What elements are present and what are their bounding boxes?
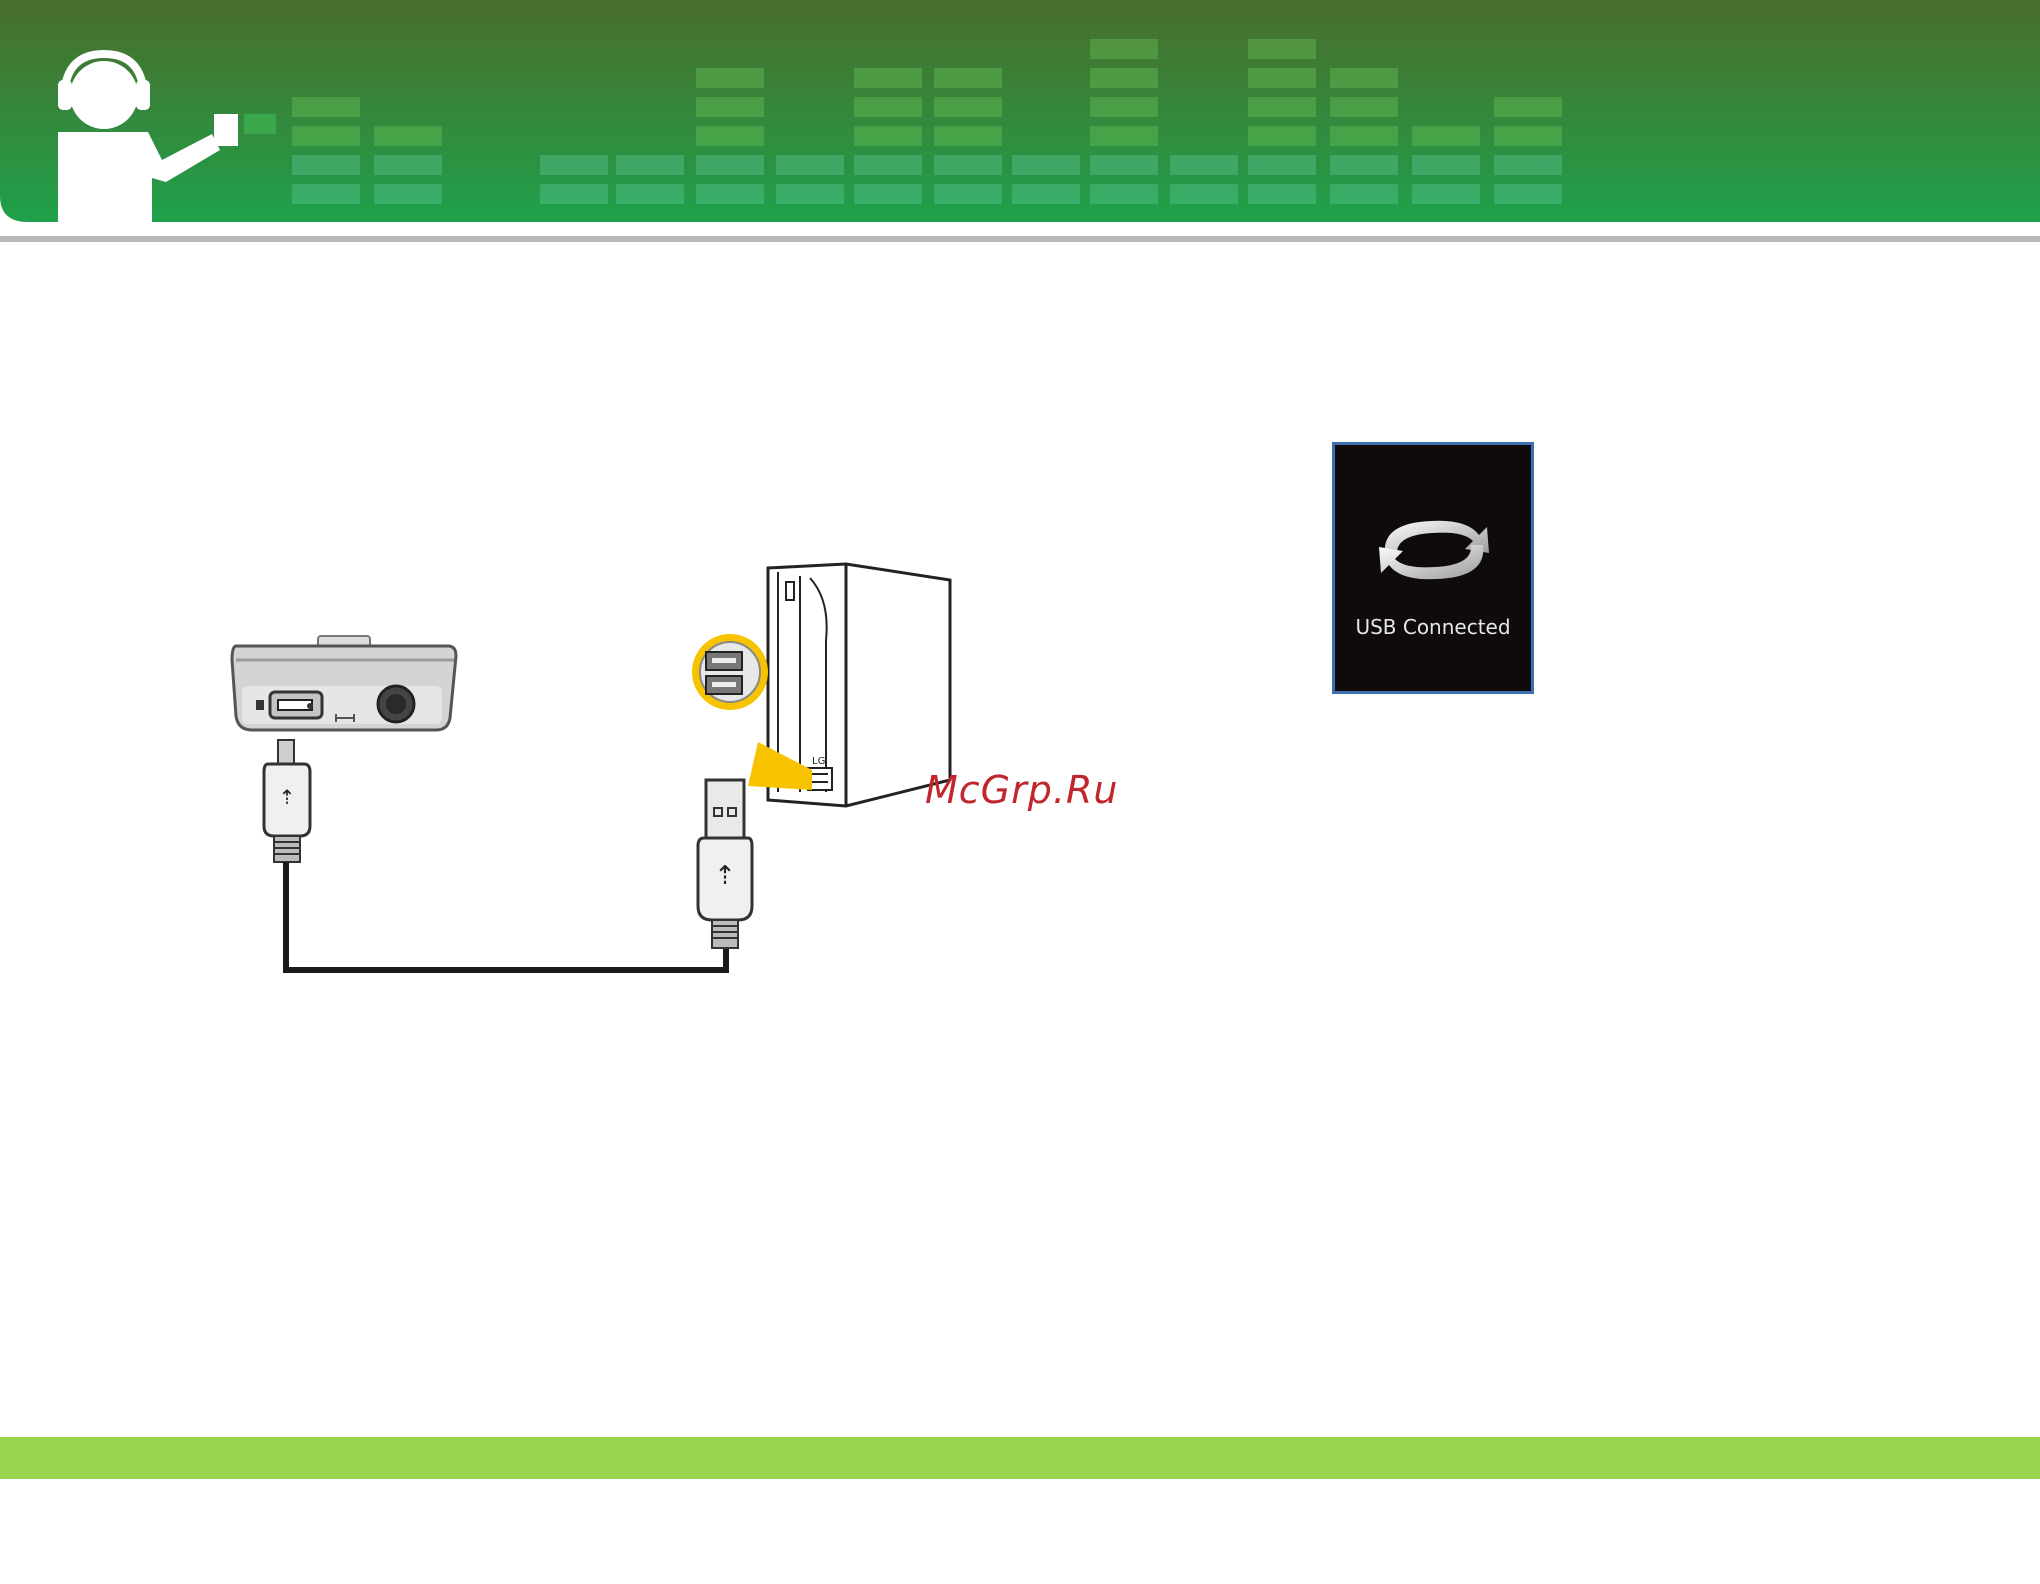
- usb-connected-status: USB Connected: [1335, 615, 1531, 639]
- svg-text:⇡: ⇡: [714, 861, 736, 891]
- mp3-player-icon: [232, 636, 456, 730]
- footer-bar: [0, 1437, 2040, 1479]
- mini-usb-plug-icon: ⇡: [264, 740, 310, 862]
- desktop-computer-icon: LG: [748, 564, 950, 806]
- svg-text:⇡: ⇡: [279, 785, 296, 809]
- sync-arrows-icon: [1371, 509, 1497, 591]
- usb-port-zoom-icon: [692, 634, 768, 710]
- watermark: McGrp.Ru: [925, 768, 1118, 812]
- usb-a-plug-icon: ⇡: [698, 780, 752, 948]
- device-screen: USB Connected: [1332, 442, 1534, 694]
- computer-brand-label: LG: [812, 756, 825, 767]
